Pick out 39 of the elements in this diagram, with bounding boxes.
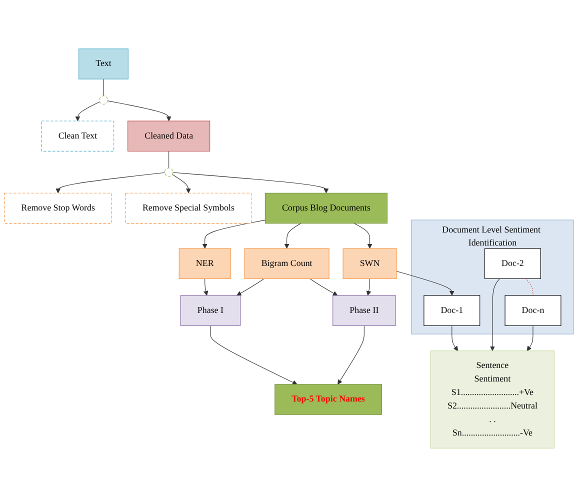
node-box: Cleaned Data (128, 120, 210, 152)
node-box: SWN (342, 248, 397, 279)
node-box: Top-5 Topic Names (274, 384, 382, 415)
arrow (172, 172, 329, 194)
node-box: Doc-2 (484, 248, 541, 279)
node-box: Doc-n (504, 295, 562, 326)
node-circle (164, 168, 174, 177)
arrow (210, 325, 298, 385)
node-box: Corpus Blog Documents (264, 192, 388, 224)
node-box: NER (178, 248, 231, 279)
node-box: Phase I (180, 295, 241, 326)
node-box: Remove Stop Words (4, 192, 112, 224)
arrow (490, 278, 500, 352)
arrow (75, 102, 100, 122)
arrow (107, 100, 172, 122)
arrow (310, 278, 338, 296)
arrow (396, 270, 454, 296)
arrow (366, 278, 372, 296)
node-box: Sentence Sentiment S1..........................+Ve S2........................Neutral . . Sn..........................-Ve (430, 350, 554, 448)
arrow (236, 278, 264, 296)
node-box: Text (78, 48, 128, 80)
arrow (354, 223, 372, 249)
node-box: Remove Special Symbols (125, 192, 252, 224)
connector (525, 278, 534, 296)
arrow (203, 278, 208, 296)
arrow (56, 172, 165, 194)
arrow (526, 325, 534, 352)
node-circle (99, 96, 108, 104)
node-box: Clean Text (41, 120, 114, 152)
arrow (284, 223, 302, 249)
arrow (452, 325, 458, 352)
connector (168, 150, 170, 168)
arrow (202, 220, 266, 249)
connector (103, 78, 104, 96)
arrow (172, 174, 191, 194)
node-box: Bigram Count (244, 248, 330, 279)
node-box: Doc-1 (424, 295, 480, 326)
arrow (338, 325, 364, 385)
node-box: Phase II (332, 295, 396, 326)
